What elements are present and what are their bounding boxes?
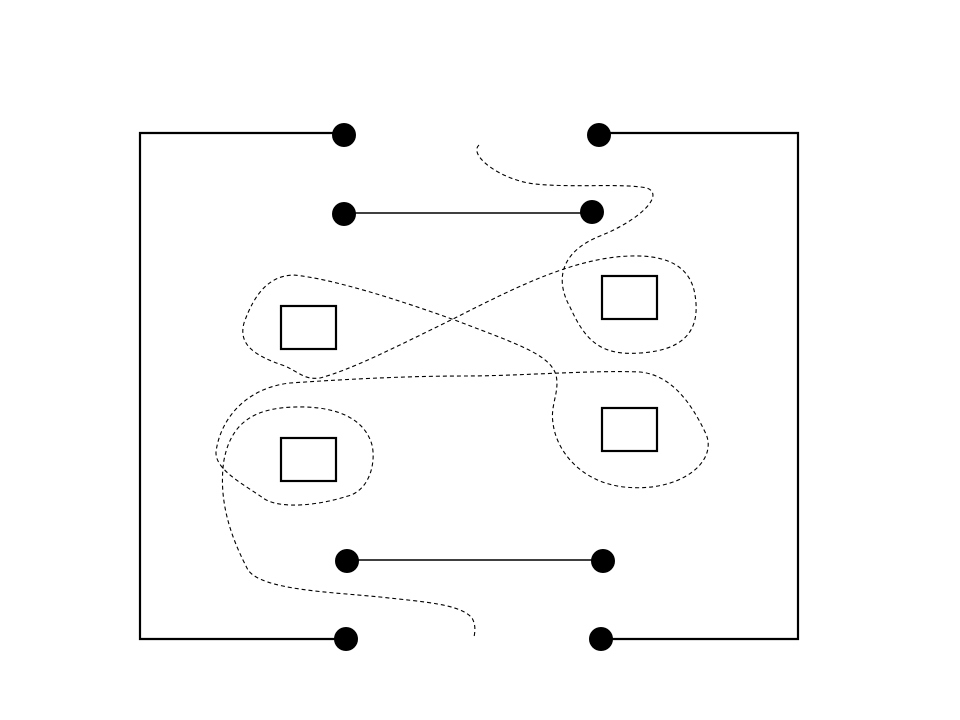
terminal-upper-right bbox=[580, 200, 604, 224]
terminal-bottom-right bbox=[589, 627, 613, 651]
terminal-lower-left bbox=[335, 549, 359, 573]
box-lower-right bbox=[600, 406, 659, 453]
terminal-upper-left bbox=[332, 202, 356, 226]
terminal-top-left bbox=[332, 123, 356, 147]
terminal-bottom-left bbox=[334, 627, 358, 651]
terminal-top-right bbox=[587, 123, 611, 147]
box-lower-left bbox=[279, 436, 338, 483]
left-outer-bracket bbox=[138, 131, 346, 641]
dashed-path bbox=[215, 144, 709, 638]
box-upper-left bbox=[279, 304, 338, 351]
right-outer-bracket bbox=[600, 131, 800, 641]
box-upper-right bbox=[600, 274, 659, 321]
terminal-lower-right bbox=[591, 549, 615, 573]
